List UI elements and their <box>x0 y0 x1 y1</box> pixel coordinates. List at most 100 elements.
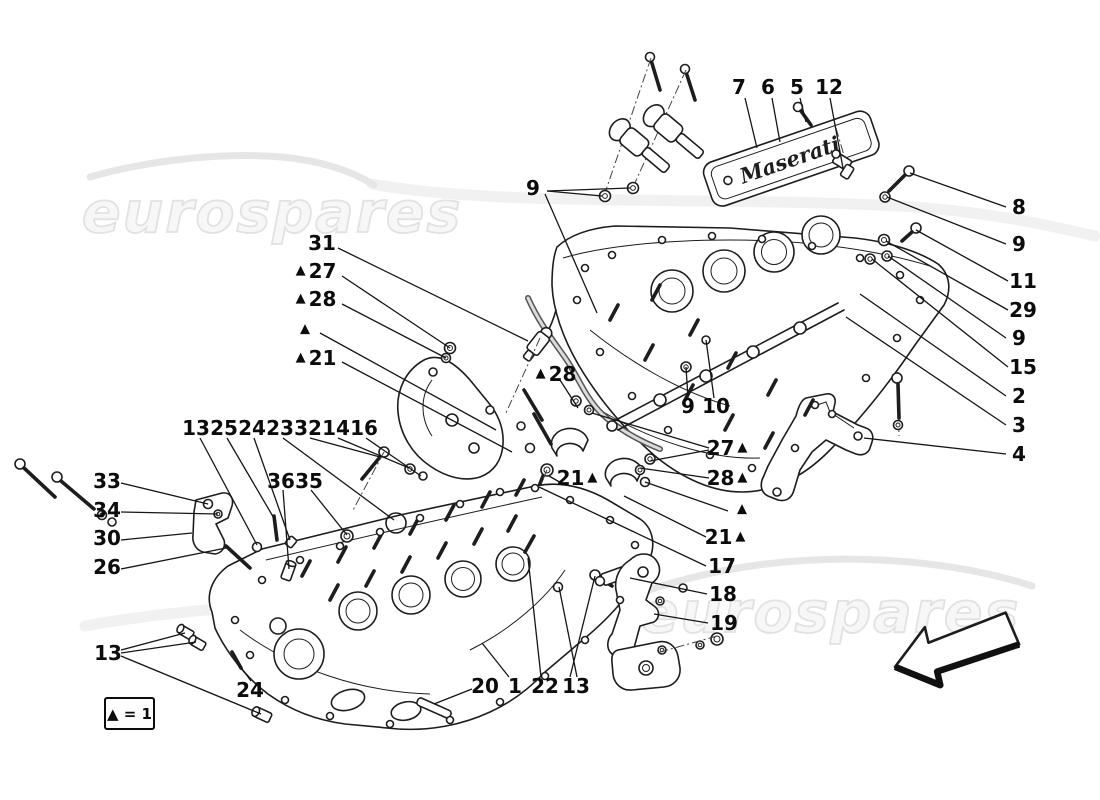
leader-line <box>120 532 193 541</box>
leader-line <box>623 495 707 538</box>
ignition-coil <box>642 104 705 159</box>
stud <box>436 541 448 560</box>
bolt-head <box>747 463 757 473</box>
stud <box>688 318 700 337</box>
triangle-marker: ▲ <box>300 321 310 337</box>
part-number: 24 <box>238 416 266 440</box>
leader-line <box>433 688 473 705</box>
part-callout-30: 30 <box>93 528 121 548</box>
legend-label: ▲ = 1 <box>107 704 152 723</box>
bolt-head <box>892 333 902 343</box>
part-number: 35 <box>295 469 323 493</box>
part-number: 28 <box>548 362 577 386</box>
part-callout-1: 1 <box>508 676 522 696</box>
leader-line <box>548 475 564 485</box>
bolt-head <box>325 711 335 721</box>
leader-line <box>863 437 1007 455</box>
leader-line <box>226 437 276 521</box>
bolt-head <box>445 715 455 725</box>
part-callout-22: 22 <box>531 676 559 696</box>
stud <box>328 583 340 602</box>
part-number: 13 <box>182 416 210 440</box>
part-number: 13 <box>94 641 122 665</box>
stud <box>763 431 775 450</box>
part-number: 29 <box>1009 298 1037 322</box>
leader-line <box>558 586 578 678</box>
bolt-head <box>757 234 767 244</box>
part-number: 21 <box>704 525 733 549</box>
leader-line <box>685 366 689 399</box>
bolt-head <box>385 719 395 729</box>
part-number: 9 <box>1012 232 1026 256</box>
bolt-head <box>861 373 871 383</box>
leader-line <box>120 632 186 651</box>
leader-line <box>705 339 715 399</box>
part-number: 11 <box>1009 269 1037 293</box>
stud <box>723 413 735 432</box>
leader-line <box>559 379 579 409</box>
part-callout-triangle: ▲ <box>300 321 310 337</box>
part-number: 1 <box>508 674 522 698</box>
part-callout-7: 7 <box>732 77 746 97</box>
stud <box>726 351 738 370</box>
bolt-head <box>705 450 715 460</box>
bolt-head <box>607 250 617 260</box>
bolt-head <box>245 650 255 660</box>
leader-line <box>120 655 262 715</box>
stud <box>608 303 620 322</box>
leader-line <box>282 489 290 570</box>
part-number: 28 <box>706 466 735 490</box>
part-number: 23 <box>266 416 294 440</box>
bolt-head <box>627 391 637 401</box>
part-callout-34: 34 <box>93 500 121 520</box>
part-callout-3: 3 <box>1012 415 1026 435</box>
part-number: 25 <box>210 416 238 440</box>
part-callout-28: ▲28 <box>536 364 577 384</box>
leader-line <box>871 258 1009 368</box>
stud <box>364 569 376 588</box>
part-callout-13: 13 <box>94 643 122 663</box>
part-callout-21: ▲21 <box>296 348 337 368</box>
triangle-marker: ▲ <box>737 501 747 517</box>
cam-cover: Maserati <box>702 110 880 207</box>
leader-line <box>639 467 710 479</box>
part-callout-31: 31 <box>308 233 336 253</box>
bolt-head <box>580 635 590 645</box>
part-callout-21: 21▲ <box>557 468 598 488</box>
part-callout-33: 33 <box>93 471 121 491</box>
leader-line <box>282 437 395 521</box>
leader-line <box>653 613 709 624</box>
bolt-head <box>657 235 667 245</box>
triangle-marker: ▲ <box>587 469 598 485</box>
part-callout-17: 17 <box>708 556 736 576</box>
direction-arrow <box>893 611 1021 689</box>
leader-line <box>629 577 708 595</box>
watermark-text-top: eurospares <box>82 180 462 246</box>
leader-line <box>341 275 451 349</box>
part-callout-28: ▲28 <box>296 289 337 309</box>
triangle-marker: ▲ <box>295 349 306 365</box>
part-callout-9: 9 <box>1012 328 1026 348</box>
part-callout-triangle: ▲ <box>737 501 747 517</box>
o-ring <box>385 512 407 534</box>
part-number: 12 <box>815 75 843 99</box>
part-callout-9: 9 <box>1012 234 1026 254</box>
bolt-head <box>615 595 625 605</box>
part-number: 4 <box>1012 442 1026 466</box>
part-number: 13 <box>562 674 590 698</box>
part-callout-18: 18 <box>709 584 737 604</box>
part-number: 14 <box>322 416 350 440</box>
part-callout-27: 27▲ <box>707 438 748 458</box>
fuel-rail <box>606 302 845 432</box>
stud <box>472 527 484 546</box>
stud <box>480 490 492 509</box>
part-number: 36 <box>267 469 295 493</box>
bolt-head <box>455 499 465 509</box>
part-number: 8 <box>1012 195 1026 219</box>
leader-line <box>365 437 422 477</box>
part-callout-16: 16 <box>350 418 378 438</box>
stud <box>408 517 420 536</box>
part-number: 18 <box>709 582 737 606</box>
part-number: 33 <box>93 469 121 493</box>
